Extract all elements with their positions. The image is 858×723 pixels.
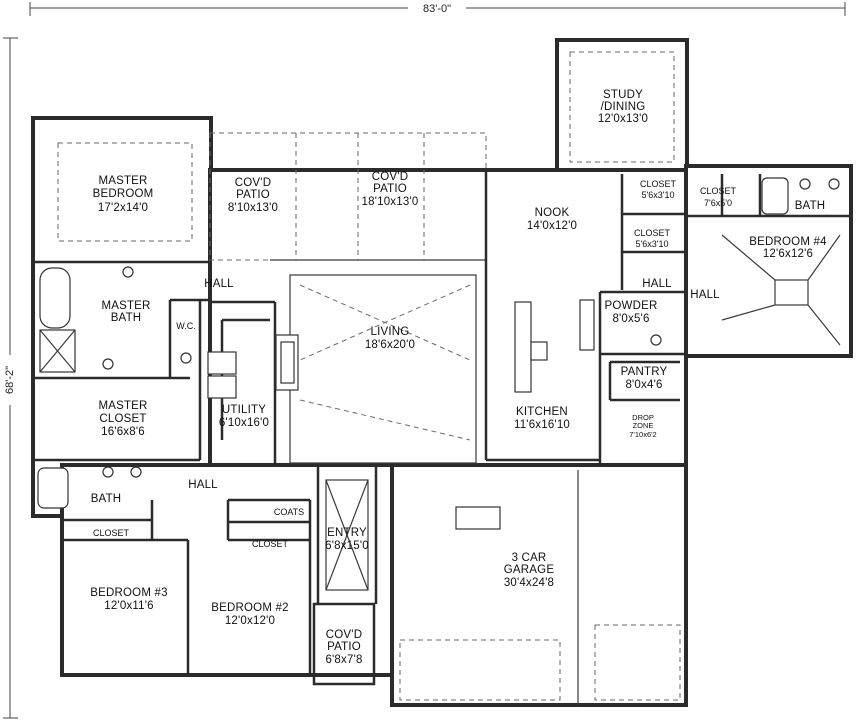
covd-patio-front-label-2: PATIO	[327, 641, 361, 653]
bath-right-label: BATH	[795, 200, 826, 212]
powder-label: POWDER	[605, 300, 658, 312]
hall-right-a-label: HALL	[642, 278, 672, 290]
bedroom2-size: 12'0x12'0	[225, 615, 275, 627]
bedroom4-vault	[721, 234, 841, 346]
study-dining-label-1: STUDY	[603, 89, 643, 101]
covd-patio-right-label-1: COV'D	[372, 171, 408, 183]
master-bath-label-2: BATH	[111, 312, 142, 324]
master-bedroom-label-2: BEDROOM	[93, 188, 154, 200]
bath-left-label: BATH	[91, 493, 122, 505]
bedroom3-size: 12'0x11'6	[104, 600, 153, 612]
drop-zone-label-2: ZONE	[633, 421, 654, 430]
garage-features	[399, 470, 681, 705]
powder-size: 8'0x5'6	[612, 313, 649, 325]
master-bedroom-label-1: MASTER	[98, 175, 147, 187]
master-tray-ceiling	[57, 142, 193, 242]
nook-label: NOOK	[535, 207, 570, 219]
room-labels: MASTER BEDROOM 17'2x14'0 COV'D PATIO 8'1…	[90, 89, 827, 666]
living-label: LIVING	[371, 326, 410, 338]
bedroom4-label: BEDROOM #4	[749, 236, 827, 248]
bedroom4-size: 12'6x12'6	[763, 248, 813, 260]
wc-label: W.C.	[176, 321, 196, 331]
hall-bottom-label: HALL	[188, 479, 218, 491]
master-closet-label-2: CLOSET	[99, 413, 146, 425]
covd-patio-right-size: 18'10x13'0	[362, 196, 419, 208]
bedroom3-label: BEDROOM #3	[90, 587, 167, 599]
overall-width-dimension: 83'-0"	[29, 1, 846, 16]
study-dining-label-2: /DINING	[601, 101, 646, 113]
master-bath-label-1: MASTER	[101, 300, 150, 312]
covd-patio-front-size: 6'8x7'8	[325, 654, 362, 666]
kitchen-label: KITCHEN	[516, 406, 568, 418]
closet-top-a-size: 5'6x3'10	[642, 190, 675, 200]
bedroom2-label: BEDROOM #2	[211, 602, 288, 614]
closet-top-b-label: CLOSET	[700, 186, 737, 196]
width-dimension-label: 83'-0"	[423, 3, 451, 15]
garage-size: 30'4x24'8	[504, 577, 554, 589]
kitchen-size: 11'6x16'10	[514, 419, 570, 431]
closet-top-b-size: 7'6x5'0	[704, 198, 732, 208]
pantry-label: PANTRY	[621, 366, 668, 378]
garage-label-1: 3 CAR	[512, 552, 547, 564]
closet-mid-label: CLOSET	[634, 228, 671, 238]
nook-size: 14'0x12'0	[527, 220, 577, 232]
overall-depth-dimension: 68'-2"	[2, 37, 18, 719]
rear-covered-patio	[209, 132, 487, 261]
master-closet-size: 16'6x8'6	[101, 426, 145, 438]
entry-size: 6'8x15'0	[325, 540, 369, 552]
utility-label: UTILITY	[222, 404, 266, 416]
study-ceiling	[569, 51, 675, 163]
study-dining-size: 12'0x13'0	[598, 113, 648, 125]
master-closet-label-1: MASTER	[98, 400, 147, 412]
kitchen-island	[514, 299, 595, 393]
entry-skylight	[325, 479, 369, 591]
living-size: 18'6x20'0	[365, 339, 415, 351]
interior-walls	[33, 170, 851, 675]
utility-size: 6'10x16'0	[219, 417, 269, 429]
closet-mid-size: 5'6x3'10	[636, 239, 669, 249]
coats-label: COATS	[274, 507, 304, 517]
garage-label-2: GARAGE	[504, 564, 555, 576]
hall-right-b-label: HALL	[690, 289, 720, 301]
covd-patio-right-label-2: PATIO	[373, 183, 407, 195]
drop-zone-size: 7'10x6'2	[629, 430, 656, 439]
closet-bed3-label: CLOSET	[93, 528, 130, 538]
covd-patio-left-label-2: PATIO	[236, 189, 270, 201]
bath-fixtures	[37, 177, 840, 509]
master-bedroom-size: 17'2x14'0	[98, 202, 148, 214]
drop-zone-label-1: DROP	[632, 413, 654, 422]
hall-left-label: HALL	[204, 278, 234, 290]
exterior-walls	[31, 38, 853, 707]
utility-appliances	[207, 351, 237, 399]
closet-bed2-label: CLOSET	[252, 539, 289, 549]
covd-patio-front-label-1: COV'D	[326, 629, 362, 641]
covd-patio-left-size: 8'10x13'0	[228, 202, 278, 214]
covd-patio-left-label-1: COV'D	[235, 177, 271, 189]
pantry-size: 8'0x4'6	[625, 379, 662, 391]
fireplace	[275, 334, 299, 391]
closet-top-a-label: CLOSET	[640, 179, 677, 189]
entry-label: ENTRY	[327, 527, 367, 539]
depth-dimension-label: 68'-2"	[4, 366, 16, 394]
